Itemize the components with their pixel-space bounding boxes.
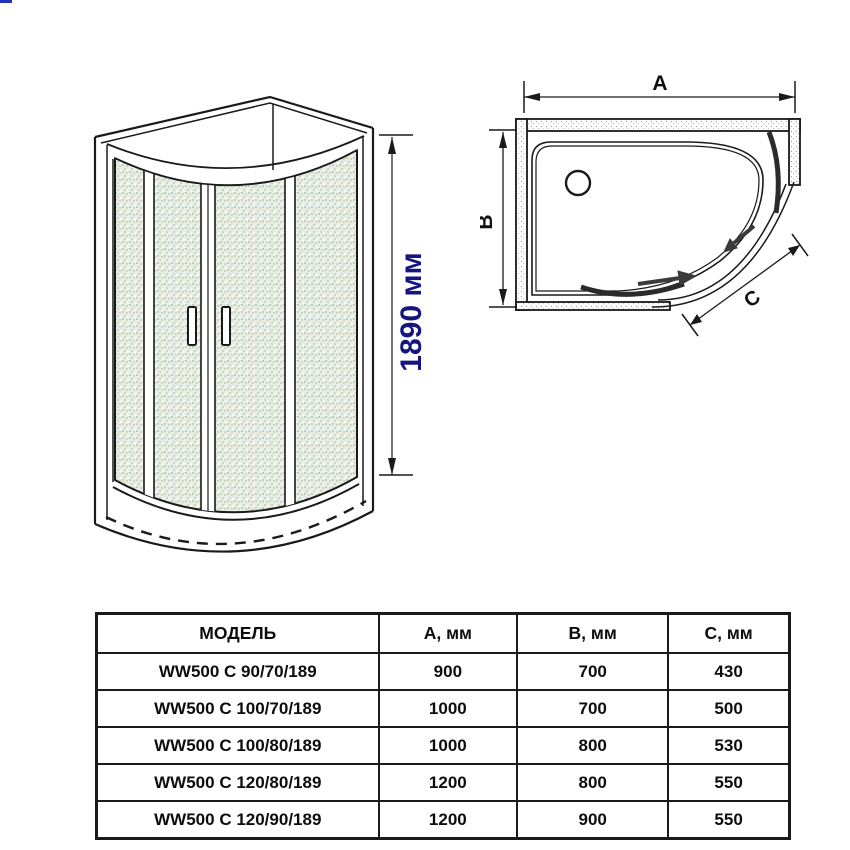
slide-arrow-right-icon	[677, 270, 698, 286]
table-header-row: МОДЕЛЬ A, мм B, мм C, мм	[95, 612, 791, 654]
dim-a-cell: 1000	[377, 726, 519, 765]
sliding-doors	[580, 131, 781, 297]
model-cell: WW500 C 120/80/189	[95, 763, 380, 802]
table-row: WW500 C 120/80/189 1200 800 550	[95, 763, 791, 802]
door-handle-right	[221, 306, 231, 346]
header-dim-a: A, мм	[377, 612, 519, 654]
sliding-door-right	[766, 131, 781, 214]
dim-b-cell: 700	[516, 689, 670, 728]
shower-tray	[94, 483, 374, 553]
table-row: WW500 C 100/70/189 1000 700 500	[95, 689, 791, 728]
dimension-a: A	[523, 72, 796, 113]
dim-a-cell: 1000	[377, 689, 519, 728]
dim-c-cell: 550	[667, 763, 791, 802]
top-rim	[106, 135, 365, 187]
frame-stiles	[93, 128, 375, 524]
arrow-down-icon	[388, 458, 396, 475]
model-cell: WW500 C 120/90/189	[95, 800, 380, 840]
dim-c-cell: 500	[667, 689, 791, 728]
dimension-b: B	[480, 129, 517, 308]
model-cell: WW500 C 90/70/189	[95, 652, 380, 691]
dim-c-cell: 430	[667, 652, 791, 691]
mullion-left	[143, 150, 155, 513]
dim-a-cell: 1200	[377, 800, 519, 840]
dim-b-cell: 700	[516, 652, 670, 691]
dim-b-cell: 900	[516, 800, 670, 840]
header-dim-c: C, мм	[667, 612, 791, 654]
model-cell: WW500 C 100/80/189	[95, 726, 380, 765]
height-dimension: 1890 мм	[379, 134, 428, 476]
dimension-c-label: C	[740, 286, 765, 312]
walls	[515, 118, 801, 311]
sliding-door-bottom	[580, 281, 685, 297]
mullion-right	[284, 150, 296, 511]
model-spec-table: МОДЕЛЬ A, мм B, мм C, мм WW500 C 90/70/1…	[95, 612, 791, 840]
slide-direction-arrows	[637, 224, 756, 286]
arrow-up-icon	[388, 137, 396, 154]
dim-b-cell: 800	[516, 726, 670, 765]
dimension-c: C	[681, 233, 809, 337]
model-cell: WW500 C 100/70/189	[95, 689, 380, 728]
dim-c-cell: 530	[667, 726, 791, 765]
drain-circle	[564, 169, 592, 197]
tray-outline	[531, 141, 764, 296]
dim-b-cell: 800	[516, 763, 670, 802]
dimension-a-label: A	[652, 72, 667, 95]
height-dimension-label: 1890 мм	[395, 252, 428, 371]
slide-arrow-downleft-icon	[723, 238, 738, 253]
table-row: WW500 C 100/80/189 1000 800 530	[95, 726, 791, 765]
glass-panels	[114, 148, 358, 514]
table-row: WW500 C 120/90/189 1200 900 550	[95, 800, 791, 840]
back-wall-edges	[94, 95, 374, 170]
dim-a-cell: 900	[377, 652, 519, 691]
dim-a-cell: 1200	[377, 763, 519, 802]
tray-dashed-curve	[105, 499, 367, 546]
header-dim-b: B, мм	[516, 612, 670, 654]
dimension-b-label: B	[480, 214, 497, 229]
dim-c-cell: 550	[667, 800, 791, 840]
door-handle-left	[187, 306, 197, 346]
table-row: WW500 C 90/70/189 900 700 430	[95, 652, 791, 691]
scan-artifact	[0, 0, 12, 3]
header-model: МОДЕЛЬ	[95, 612, 380, 654]
shower-front-view-drawing: 1890 мм	[93, 95, 428, 553]
shower-plan-view-drawing: A B C	[480, 72, 809, 337]
